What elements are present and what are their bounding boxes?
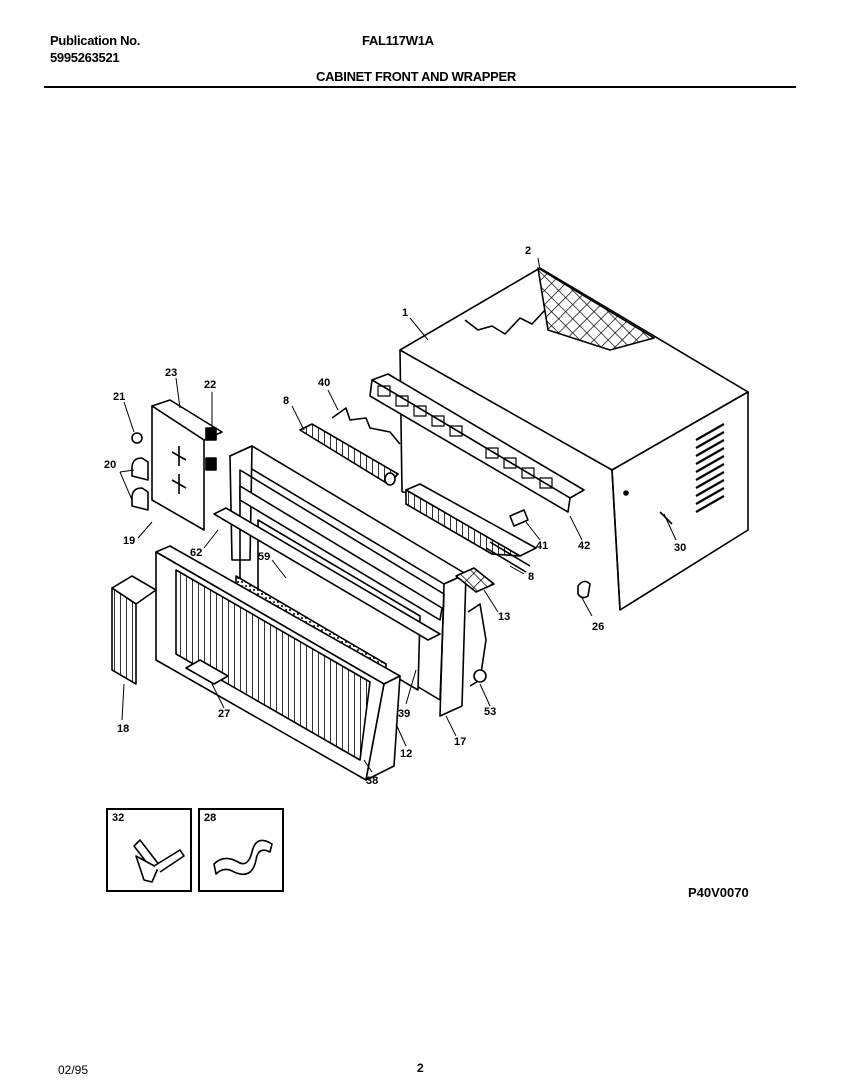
- callout-8-lower: 8: [528, 571, 534, 583]
- control-knobs: [131, 457, 149, 511]
- callout-42: 42: [578, 540, 590, 552]
- upper-louver-grille: [369, 373, 585, 513]
- callout-27: 27: [218, 708, 230, 720]
- callout-17: 17: [454, 736, 466, 748]
- callout-59: 59: [258, 551, 270, 563]
- trim-strip: [213, 507, 441, 641]
- callout-41: 41: [536, 540, 548, 552]
- inset-part-28: 28: [198, 808, 284, 892]
- grille-handle: [185, 659, 229, 685]
- footer-page-number: 2: [417, 1061, 424, 1075]
- header-rule: [44, 86, 796, 88]
- callout-20: 20: [104, 459, 116, 471]
- callout-2: 2: [525, 245, 531, 257]
- callout-38: 38: [366, 775, 378, 787]
- s-clip-part-icon: [213, 839, 273, 876]
- bracket-part-icon: [133, 839, 185, 883]
- callout-26: 26: [592, 621, 604, 633]
- cabinet-wrapper: [399, 267, 749, 611]
- knob-screw: [131, 432, 143, 444]
- side-curtain-panel: [111, 575, 157, 685]
- inset-28-label: 28: [204, 812, 217, 824]
- callout-8-upper: 8: [283, 395, 289, 407]
- callout-22: 22: [204, 379, 216, 391]
- inset-32-label: 32: [112, 812, 125, 824]
- diagram-reference-code: P40V0070: [688, 885, 749, 900]
- mesh-pad: [455, 567, 495, 593]
- publication-number: 5995263521: [50, 50, 120, 65]
- top-mesh-gasket: [537, 267, 655, 351]
- callout-1: 1: [402, 307, 408, 319]
- callout-39: 39: [398, 708, 410, 720]
- control-panel-bracket: [151, 399, 223, 531]
- inset-part-32: 32: [106, 808, 192, 892]
- mounting-clip: [577, 580, 591, 599]
- callout-53: 53: [484, 706, 496, 718]
- louver-lever: [331, 407, 401, 445]
- publication-label: Publication No.: [50, 33, 141, 48]
- vertical-louver-assembly: [299, 423, 399, 486]
- callout-21: 21: [113, 391, 125, 403]
- callout-30: 30: [674, 542, 686, 554]
- model-number: FAL117W1A: [362, 33, 434, 48]
- callout-62: 62: [190, 547, 202, 559]
- section-title: CABINET FRONT AND WRAPPER: [316, 69, 517, 84]
- callout-12: 12: [400, 748, 412, 760]
- front-grille-panel: [155, 545, 401, 781]
- callout-13: 13: [498, 611, 510, 623]
- lower-louver-grille: [405, 483, 537, 557]
- hinge-bracket: [467, 603, 487, 687]
- callout-23: 23: [165, 367, 177, 379]
- callout-40: 40: [318, 377, 330, 389]
- callout-19: 19: [123, 535, 135, 547]
- footer-date: 02/95: [58, 1063, 89, 1077]
- callout-18: 18: [117, 723, 129, 735]
